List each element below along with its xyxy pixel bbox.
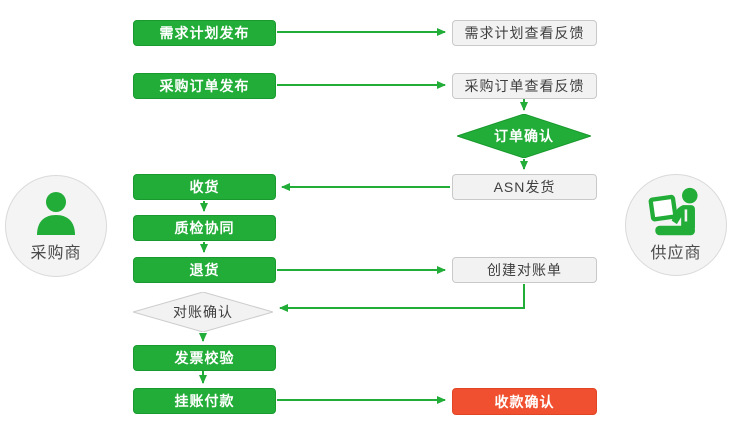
node-demand-feedback: 需求计划查看反馈 (452, 20, 597, 46)
node-receipt-confirm-label: 收款确认 (494, 393, 555, 410)
node-po-feedback-label: 采购订单查看反馈 (464, 78, 585, 94)
diamond-shape-gray (133, 292, 273, 332)
node-po-feedback: 采购订单查看反馈 (452, 73, 597, 99)
edge-statement-to-recon-confirm (279, 284, 525, 312)
node-po-publish-label: 采购订单发布 (159, 78, 250, 94)
node-create-statement-label: 创建对账单 (487, 262, 562, 278)
decision-order-confirm: 订单确认 (457, 114, 591, 158)
diamond-shape-green (457, 114, 591, 158)
node-book-payment-label: 挂账付款 (174, 393, 235, 409)
person-icon (31, 189, 81, 237)
node-receipt-confirm: 收款确认 (452, 388, 597, 415)
node-book-payment: 挂账付款 (133, 388, 276, 414)
decision-order-confirm-label: 订单确认 (494, 128, 554, 144)
decision-recon-confirm: 对账确认 (133, 292, 273, 332)
node-receive-label: 收货 (189, 179, 220, 195)
person-laptop-icon (648, 187, 704, 237)
node-demand-feedback-label: 需求计划查看反馈 (464, 25, 585, 41)
node-invoice-verify-label: 发票校验 (174, 350, 235, 366)
node-create-statement: 创建对账单 (452, 257, 597, 283)
node-invoice-verify: 发票校验 (133, 345, 276, 371)
decision-recon-confirm-label: 对账确认 (173, 304, 233, 320)
buyer-actor: 采购商 (5, 175, 107, 277)
node-po-publish: 采购订单发布 (133, 73, 276, 99)
node-quality-check: 质检协同 (133, 215, 276, 241)
supplier-actor: 供应商 (625, 174, 727, 276)
node-demand-publish: 需求计划发布 (133, 20, 276, 46)
node-return-goods: 退货 (133, 257, 276, 283)
node-return-goods-label: 退货 (189, 262, 220, 278)
buyer-label: 采购商 (30, 245, 82, 262)
node-asn-ship-label: ASN发货 (493, 179, 556, 195)
supplier-label: 供应商 (650, 245, 702, 262)
node-demand-publish-label: 需求计划发布 (159, 25, 250, 41)
node-quality-check-label: 质检协同 (174, 220, 235, 236)
node-asn-ship: ASN发货 (452, 174, 597, 200)
node-receive: 收货 (133, 174, 276, 200)
